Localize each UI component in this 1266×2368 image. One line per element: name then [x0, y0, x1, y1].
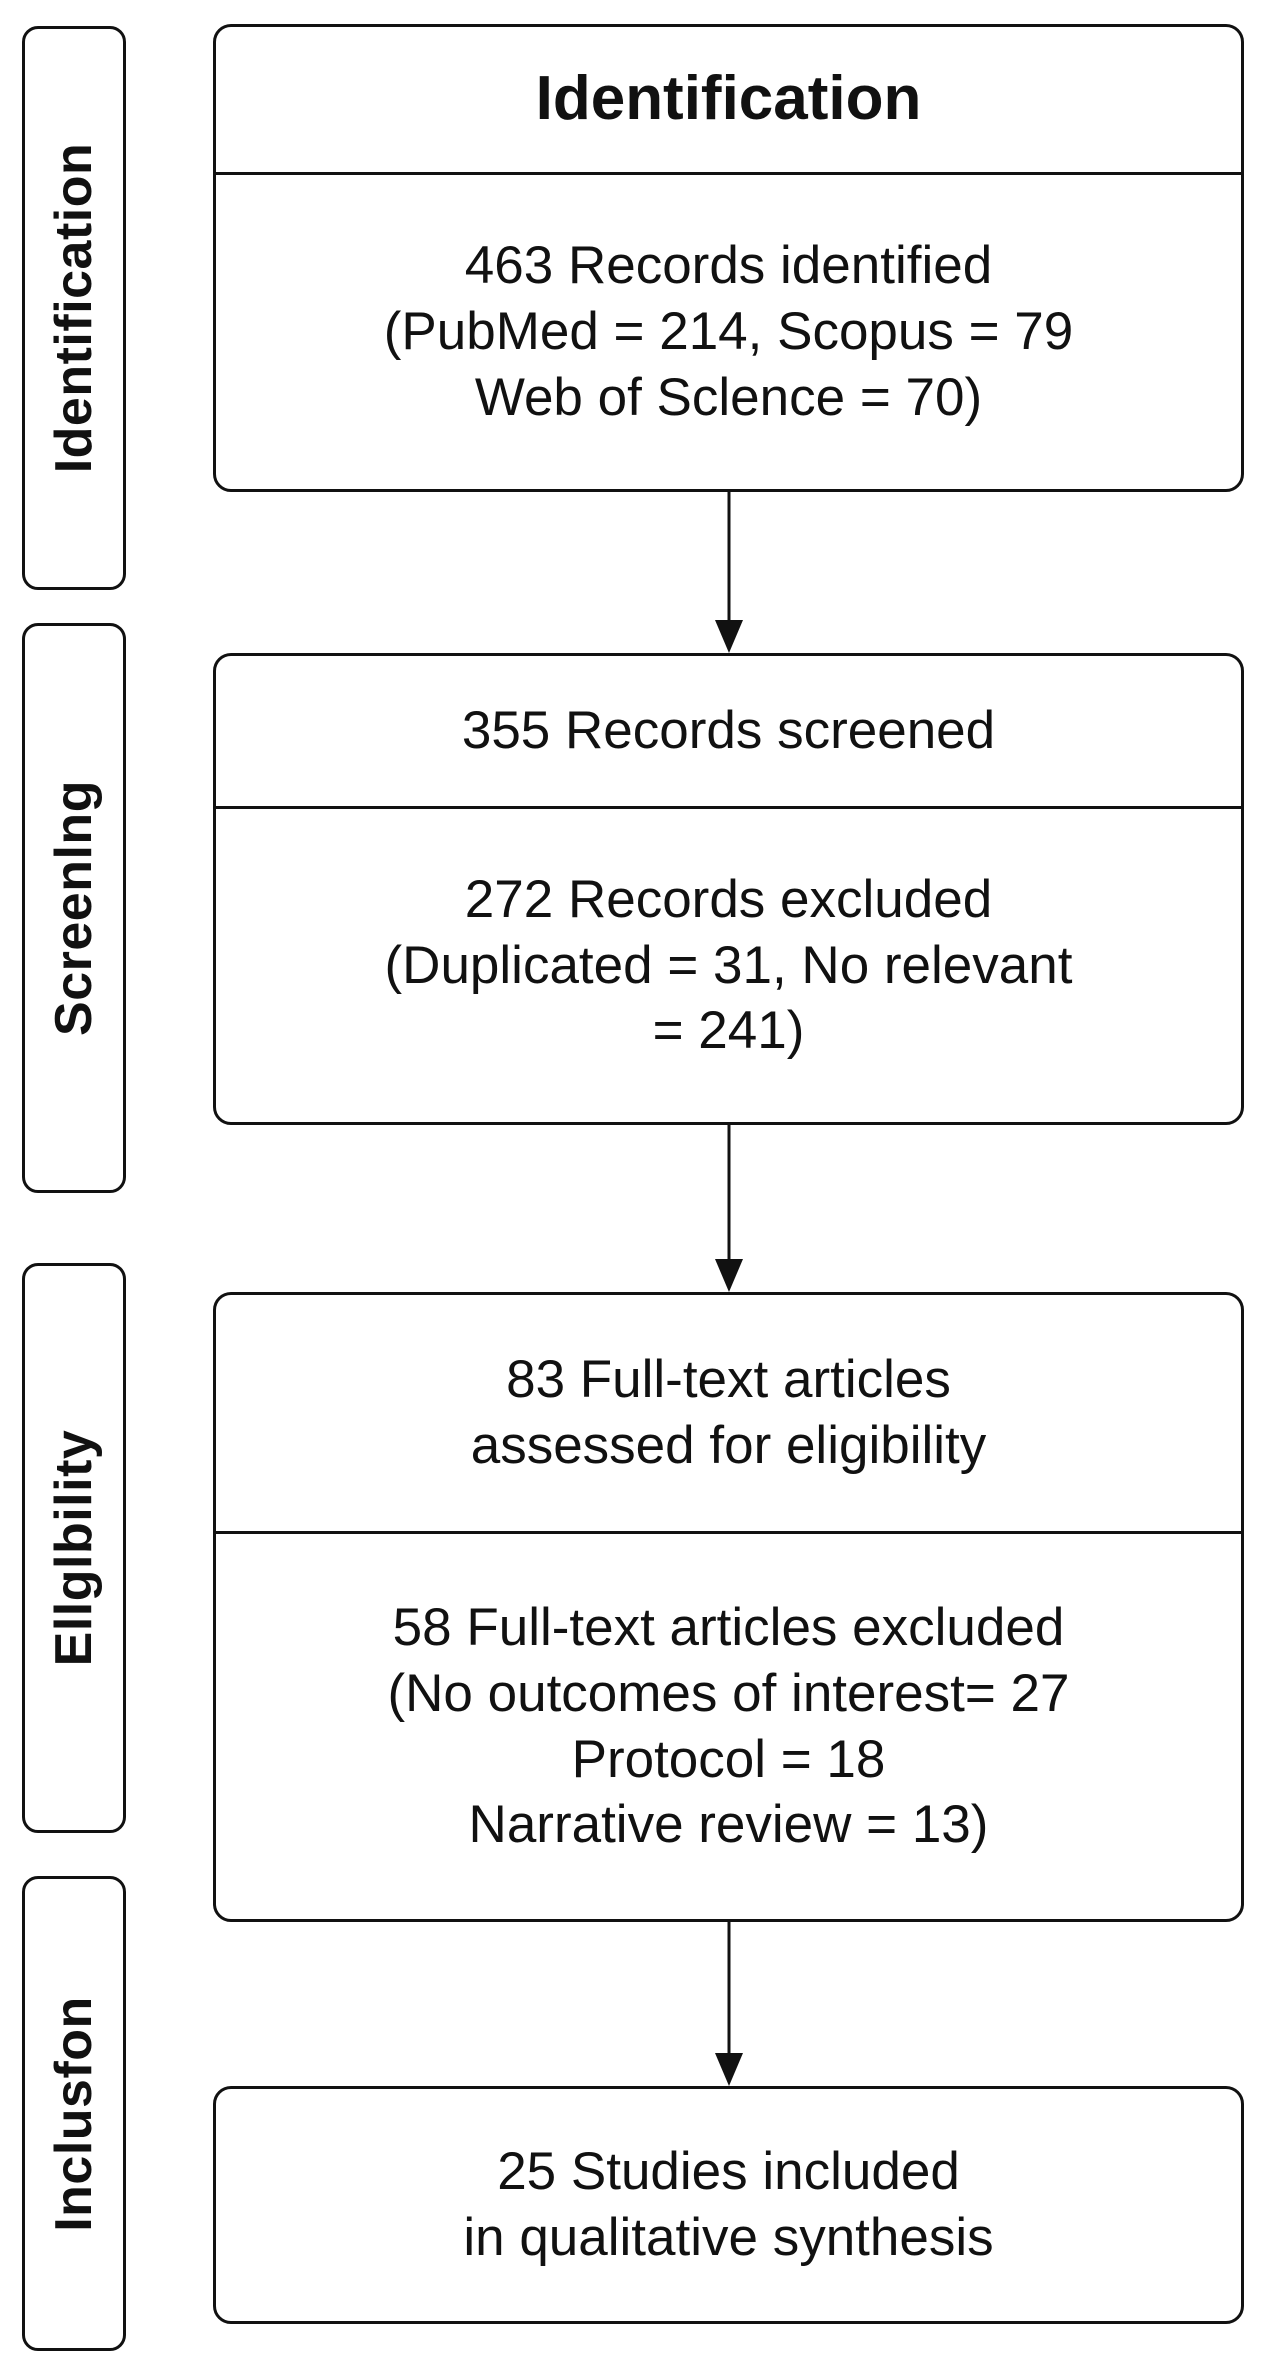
eligibility-line-3: Protocol = 18	[571, 1729, 886, 1789]
eligibility-title-line-1: 83 Full-text articles	[506, 1350, 951, 1410]
identification-box-divider	[216, 172, 1241, 175]
identification-box-header: Identification	[216, 27, 1241, 172]
eligibility-line-2: (No outcomes of interest= 27	[387, 1663, 1070, 1723]
screening-line-2: (Duplicated = 31, No relevant	[384, 935, 1073, 995]
eligibility-line-1: 58 Full-text articles excluded	[392, 1598, 1065, 1658]
eligibility-box-divider	[216, 1531, 1241, 1534]
eligibility-box: 83 Full-text articles assessed for eligi…	[213, 1292, 1244, 1922]
identification-box: Identification 463 Records identified (P…	[213, 24, 1244, 492]
eligibility-line-4: Narrative review = 13)	[468, 1795, 989, 1855]
arrow-eligibility-to-inclusion-head	[715, 2053, 743, 2086]
screening-line-1: 272 Records excluded	[464, 869, 993, 929]
screening-box: 355 Records screened 272 Records exclude…	[213, 653, 1244, 1125]
identification-line-1: 463 Records identified	[464, 236, 993, 296]
eligibility-title-line-2: assessed for eligibility	[470, 1416, 987, 1475]
inclusion-box: 25 Studies included in qualitative synth…	[213, 2086, 1244, 2324]
screening-box-header: 355 Records screened	[216, 656, 1241, 806]
stage-tab-inclusion: Inclusfon	[22, 1876, 126, 2351]
inclusion-line-2: in qualitative synthesis	[463, 2208, 994, 2267]
inclusion-box-body: 25 Studies included in qualitative synth…	[216, 2089, 1241, 2321]
screening-box-divider	[216, 806, 1241, 809]
screening-line-3: = 241)	[652, 1001, 805, 1061]
eligibility-box-body: 58 Full-text articles excluded (No outco…	[216, 1534, 1241, 1919]
arrow-screening-to-eligibility-head	[715, 1259, 743, 1292]
stage-tab-identification: Identification	[22, 26, 126, 590]
identification-line-3: Web of Sclence = 70)	[474, 367, 983, 427]
stage-tab-eligibility: Ellglbility	[22, 1263, 126, 1833]
identification-box-title: Identification	[535, 64, 922, 134]
screening-box-body: 272 Records excluded (Duplicated = 31, N…	[216, 809, 1241, 1122]
screening-box-title: 355 Records screened	[461, 701, 996, 761]
identification-box-body: 463 Records identified (PubMed = 214, Sc…	[216, 175, 1241, 489]
identification-line-2: (PubMed = 214, Scopus = 79	[383, 302, 1074, 362]
arrow-identification-to-screening-head	[715, 620, 743, 653]
eligibility-box-header: 83 Full-text articles assessed for eligi…	[216, 1295, 1241, 1531]
stage-tab-screening: Screenlng	[22, 623, 126, 1193]
inclusion-line-1: 25 Studies included	[497, 2142, 960, 2202]
